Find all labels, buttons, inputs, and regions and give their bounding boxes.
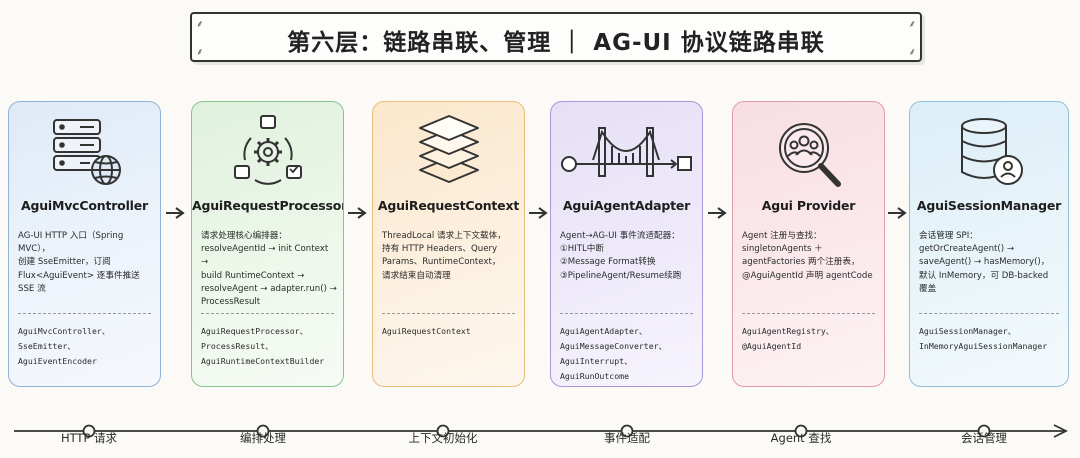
divider: [382, 313, 515, 314]
card-title: AguiSessionManager: [916, 198, 1062, 213]
card-description: Agent 注册与查找： singletonAgents ＋ agentFact…: [742, 231, 873, 281]
flow-arrow-icon: [529, 207, 548, 219]
card-mvc-controller: AguiMvcController AG-UI HTTP 入口（Spring M…: [8, 101, 161, 387]
timeline-node: [436, 424, 450, 438]
gear-workflow-icon: [192, 114, 343, 190]
card-title: Agui Provider: [761, 198, 856, 213]
flow-arrow-icon: [708, 207, 727, 219]
timeline-label: HTTP 请求: [60, 431, 118, 445]
card-description: 会话管理 SPI： getOrCreateAgent() → saveAgent…: [919, 231, 1050, 294]
title-banner: ⸙ ⸙ ⸙ ⸙ 第六层：链路串联、管理 ｜ AG-UI 协议链路串联: [190, 12, 922, 62]
flow-arrow-icon: [348, 207, 367, 219]
card-request-processor: AguiRequestProcessor 请求处理核心编排器： resolveA…: [191, 101, 344, 387]
divider: [18, 313, 151, 314]
card-description: ThreadLocal 请求上下文载体， 持有 HTTP Headers、Que…: [382, 231, 506, 281]
card-title: AguiRequestContext: [377, 198, 520, 213]
database-user-icon: [910, 114, 1068, 190]
timeline-label: 编排处理: [240, 431, 286, 445]
card-description: Agent→AG-UI 事件流适配器： ①HITL中断 ②Message For…: [560, 231, 682, 281]
bridge-icon: [551, 114, 702, 190]
card-agent-adapter: AguiAgentAdapter Agent→AG-UI 事件流适配器： ①HI…: [550, 101, 703, 387]
divider: [742, 313, 875, 314]
flow-arrow-icon: [888, 207, 907, 219]
divider: [919, 313, 1059, 314]
card-classes: AguiMvcController、 SseEmitter、 AguiEvent…: [18, 326, 110, 366]
card-request-context: AguiRequestContext ThreadLocal 请求上下文载体， …: [372, 101, 525, 387]
timeline-node: [620, 424, 634, 438]
divider: [560, 313, 693, 314]
banner-doodle-icon: ⸙: [908, 19, 917, 30]
timeline-label: 事件适配: [604, 431, 650, 445]
layers-icon: [373, 114, 524, 190]
card-classes: AguiAgentRegistry、 @AguiAgentId: [742, 326, 834, 351]
banner-doodle-icon: ⸙: [196, 47, 204, 58]
divider: [201, 313, 334, 314]
banner-doodle-icon: ⸙: [196, 19, 204, 30]
timeline-node: [977, 424, 991, 438]
card-agui-provider: Agui Provider Agent 注册与查找： singletonAgen…: [732, 101, 885, 387]
search-users-icon: [733, 114, 884, 190]
page-title: 第六层：链路串联、管理 ｜ AG-UI 协议链路串联: [287, 30, 825, 56]
card-classes: AguiAgentAdapter、 AguiMessageConverter、 …: [560, 326, 667, 381]
timeline-node: [794, 424, 808, 438]
timeline-label: Agent 查找: [770, 431, 832, 445]
flow-arrow-icon: [166, 207, 185, 219]
card-classes: AguiSessionManager、 InMemoryAguiSessionM…: [919, 326, 1048, 351]
card-session-manager: AguiSessionManager 会话管理 SPI： getOrCreate…: [909, 101, 1069, 387]
timeline-node: [256, 424, 270, 438]
timeline-node: [82, 424, 96, 438]
card-classes: AguiRequestContext: [382, 326, 471, 336]
card-title: AguiMvcController: [20, 198, 148, 213]
timeline-label: 会话管理: [961, 431, 1007, 445]
card-description: AG-UI HTTP 入口（Spring MVC）， 创建 SseEmitter…: [18, 231, 140, 294]
card-title: AguiRequestProcessor: [192, 198, 344, 213]
card-classes: AguiRequestProcessor、 ProcessResult、 Agu…: [201, 326, 325, 366]
server-globe-icon: [9, 114, 160, 190]
timeline-label: 上下文初始化: [408, 431, 478, 445]
card-description: 请求处理核心编排器： resolveAgentId → init Context…: [201, 231, 337, 308]
card-title: AguiAgentAdapter: [562, 198, 691, 213]
banner-doodle-icon: ⸙: [908, 47, 917, 58]
timeline: [14, 424, 1069, 438]
